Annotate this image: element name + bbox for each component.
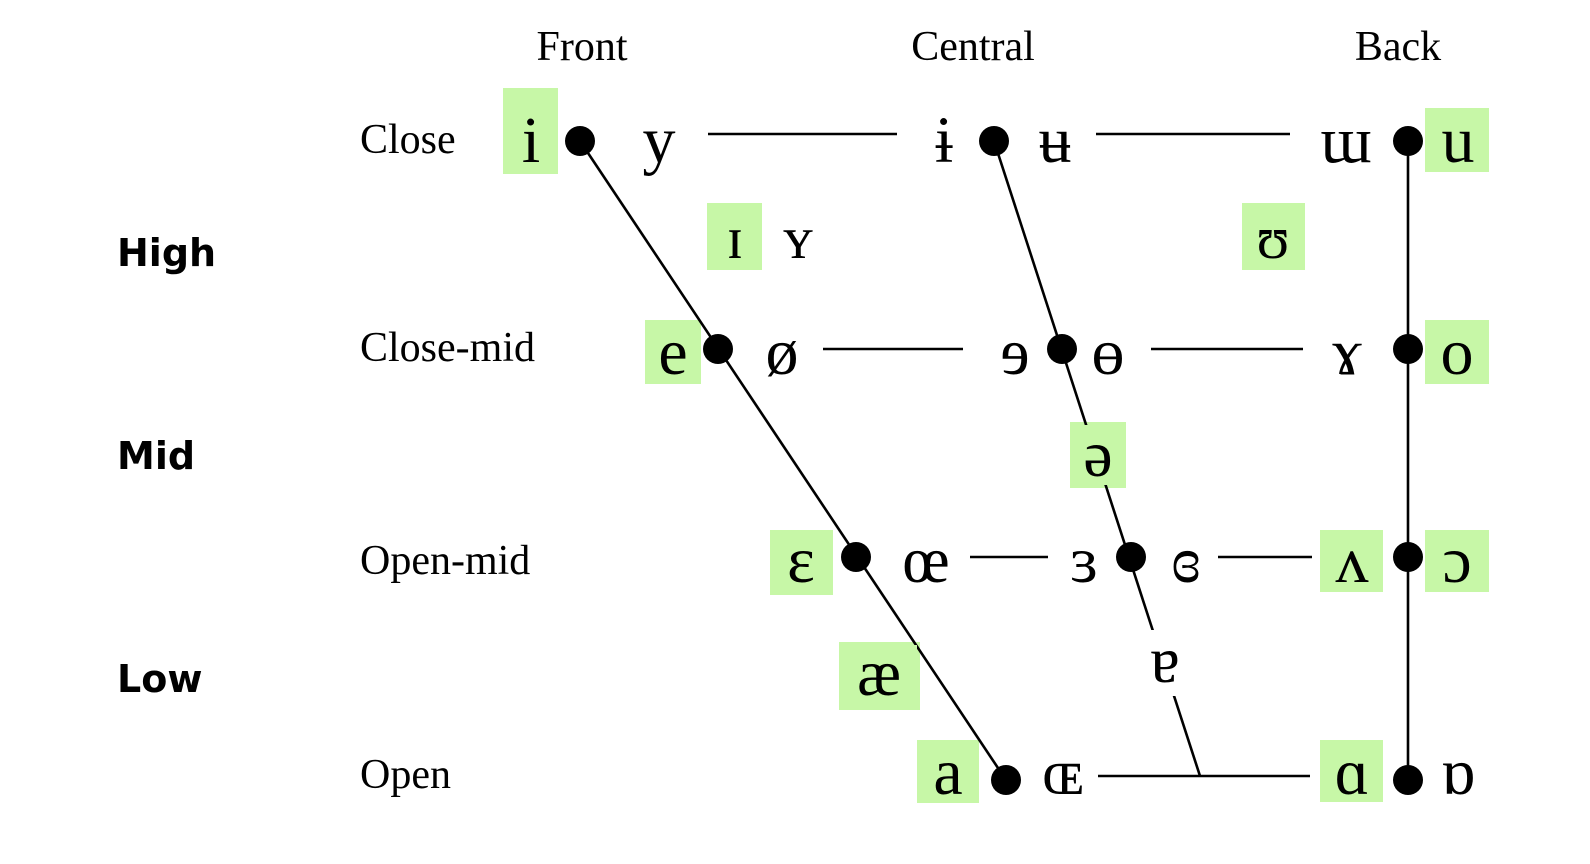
line-gap-schwa: [1076, 425, 1122, 485]
vowel-near-close-back-rounded: ʊ: [1257, 205, 1290, 271]
highlight-near-close-front-unrounded: [707, 203, 762, 270]
dot-close-central: [979, 126, 1009, 156]
vowel-open-back-unrounded: ɑ: [1335, 736, 1370, 809]
vowel-open-mid-front-unrounded: ɛ: [787, 524, 815, 597]
vowel-close-mid-central-unrounded: ɘ: [1000, 316, 1029, 389]
vowel-open-back-rounded: ɒ: [1441, 736, 1476, 809]
row-header-close: Close: [360, 117, 456, 163]
column-header-central: Central: [911, 24, 1035, 70]
highlight-i: [503, 88, 558, 174]
vowel-open-mid-front-rounded: œ: [902, 524, 950, 597]
vowel-close-mid-central-rounded: ɵ: [1092, 316, 1125, 389]
row-header-open-mid: Open-mid: [360, 538, 530, 584]
front-edge-line: [578, 140, 1008, 781]
line-gap-ae: [842, 645, 917, 707]
vowel-close-central-rounded: ʉ: [1039, 104, 1072, 177]
row-header-close-mid: Close-mid: [360, 325, 535, 371]
highlight-u: [1425, 108, 1489, 172]
highlight-open-mid-back-unrounded: [1320, 530, 1383, 592]
highlight-boxes: [503, 88, 1489, 803]
vowel-open-mid-back-unrounded: ʌ: [1336, 524, 1369, 597]
vowel-near-open-central: ɐ: [1150, 624, 1179, 697]
dot-open-front: [991, 765, 1021, 795]
vowel-close-back-rounded: u: [1442, 104, 1475, 177]
dot-open-back: [1393, 765, 1423, 795]
highlight-a: [917, 740, 979, 803]
dot-close-mid-central: [1047, 334, 1077, 364]
dot-close-front: [565, 126, 595, 156]
vowel-open-mid-central-unrounded: ɜ: [1070, 524, 1098, 597]
vowel-near-close-front-unrounded: ɪ: [727, 205, 744, 271]
vowel-close-mid-back-rounded: o: [1441, 316, 1474, 389]
dot-close-mid-back: [1393, 334, 1423, 364]
vowel-close-mid-front-unrounded: e: [658, 316, 687, 389]
vowel-open-mid-central-rounded: ɞ: [1171, 524, 1200, 597]
highlight-open-back-unrounded: [1320, 740, 1383, 802]
height-label-mid: Mid: [117, 434, 195, 478]
vowel-close-mid-back-unrounded: ɤ: [1332, 316, 1362, 389]
dot-open-mid-central: [1116, 542, 1146, 572]
dot-open-mid-front: [841, 542, 871, 572]
vowel-open-front-rounded: ɶ: [1042, 736, 1084, 809]
dot-close-back: [1393, 126, 1423, 156]
column-header-back: Back: [1355, 24, 1441, 70]
highlight-near-close-back-rounded: [1242, 203, 1305, 270]
highlight-e: [645, 320, 701, 384]
highlight-o: [1425, 320, 1489, 384]
vowel-dots: [565, 126, 1423, 795]
dot-open-mid-back: [1393, 542, 1423, 572]
vowel-close-back-unrounded: ɯ: [1320, 104, 1371, 177]
vowel-open-front-unrounded: a: [933, 736, 962, 809]
height-label-low: Low: [117, 657, 202, 701]
vowel-close-front-rounded: y: [643, 104, 676, 177]
vowel-near-open-front-unrounded: æ: [857, 637, 901, 710]
vowel-close-front-unrounded: i: [522, 104, 540, 177]
vowel-near-close-front-rounded: ʏ: [783, 205, 813, 271]
column-header-front: Front: [536, 24, 627, 70]
line-gap-near-open-central: [1137, 630, 1195, 696]
height-label-high: High: [117, 231, 216, 275]
dot-close-mid-front: [703, 334, 733, 364]
highlight-open-mid-front-unrounded: [770, 530, 833, 595]
vowel-close-central-unrounded: ɨ: [935, 104, 953, 177]
vowel-mid-central: ə: [1083, 418, 1112, 491]
highlight-open-mid-back-rounded: [1425, 530, 1489, 592]
vowel-open-mid-back-rounded: ɔ: [1442, 524, 1471, 597]
row-header-open: Open: [360, 752, 451, 798]
vowel-close-mid-front-rounded: ø: [766, 316, 799, 389]
